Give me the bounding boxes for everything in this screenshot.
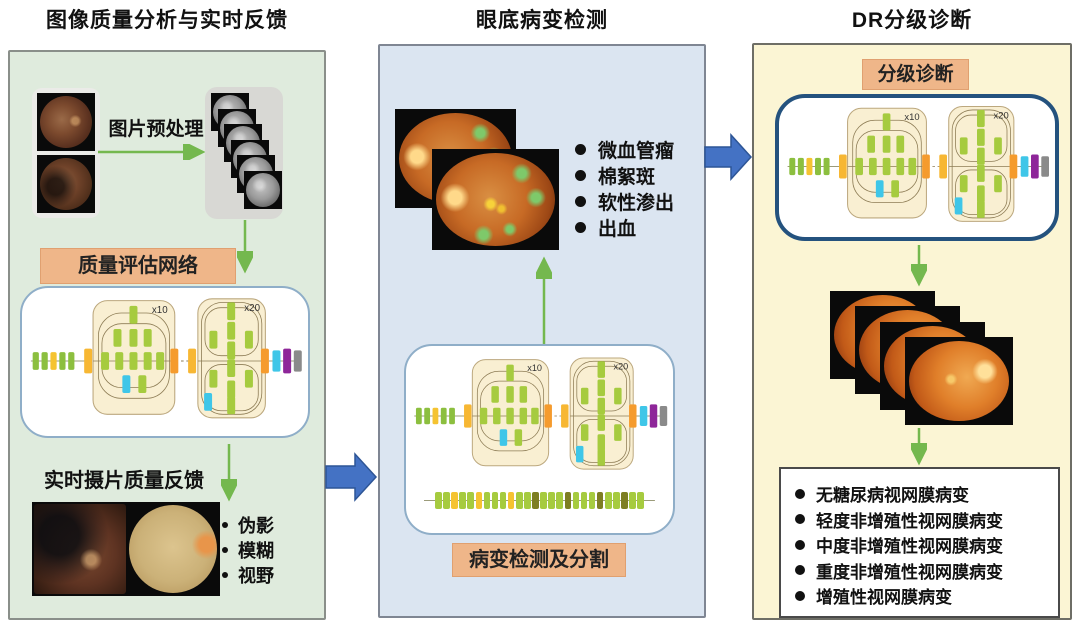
lesion-photo-front [432, 149, 559, 250]
dr-grading-panel: 分级诊断 无糖尿病视网膜病变 轻度非增殖性视网膜病变 中度非增殖性视网膜病变 重… [752, 43, 1072, 620]
feature-bar [459, 491, 466, 509]
feature-bar [613, 491, 620, 509]
list-item: 伪影 [238, 515, 274, 536]
middle-panel-title: 眼底病变检测 [476, 9, 608, 32]
list-item: 无糖尿病视网膜病变 [816, 486, 969, 506]
feature-bar [629, 491, 636, 509]
arrow-right-icon [98, 144, 206, 160]
detection-label: 病变检测及分割 [452, 543, 626, 577]
feature-bar [596, 491, 604, 509]
right-panel-title: DR分级诊断 [851, 9, 973, 32]
feedback-heading: 实时摄片质量反馈 [44, 470, 204, 492]
list-item: 棉絮斑 [598, 166, 656, 188]
preprocess-label: 图片预处理 [108, 119, 204, 140]
arrow-up-icon [536, 256, 552, 344]
feature-bar [451, 491, 458, 509]
feature-bar [475, 491, 483, 509]
fundus-photo [37, 93, 95, 151]
detection-network-diagram [404, 344, 675, 535]
left-panel-title: 图像质量分析与实时反馈 [46, 9, 288, 32]
feature-bar [580, 491, 588, 509]
flow-arrow-right-icon [325, 452, 378, 502]
arrow-down-icon [237, 220, 253, 274]
list-item: 模糊 [238, 540, 274, 561]
feature-bar [443, 491, 450, 509]
feature-bar [540, 491, 547, 509]
feature-bar [532, 491, 539, 509]
feature-bar [435, 491, 442, 509]
arrow-down-icon [221, 444, 237, 502]
grading-network-diagram [775, 94, 1059, 241]
feature-bar [483, 491, 491, 509]
grading-label: 分级诊断 [862, 59, 969, 90]
dr-grades-box: 无糖尿病视网膜病变 轻度非增殖性视网膜病变 中度非增殖性视网膜病变 重度非增殖性… [779, 467, 1060, 618]
quality-analysis-panel: 图片预处理 质量评估网络 实时摄片质量反馈 [8, 50, 326, 620]
feature-bar [548, 491, 555, 509]
lesion-detection-panel: 微血管瘤 棉絮斑 软性渗出 出血 病变检测及分割 [378, 44, 706, 618]
list-item: 软性渗出 [598, 192, 675, 214]
feature-bar [507, 491, 515, 509]
feature-bar-row [414, 489, 665, 511]
feature-bar [564, 491, 572, 509]
feature-bar [556, 491, 563, 509]
feature-bar [499, 491, 507, 509]
lesion-list: 微血管瘤 棉絮斑 软性渗出 出血 [575, 136, 674, 240]
feature-bar [491, 491, 499, 509]
feedback-list: 伪影 模糊 视野 [222, 512, 274, 587]
input-photos-card [32, 88, 100, 218]
feature-bar [621, 491, 628, 509]
feature-bar [467, 491, 474, 509]
list-item: 中度非增殖性视网膜病变 [816, 537, 1003, 557]
list-item: 出血 [598, 218, 637, 240]
list-item: 微血管瘤 [598, 140, 675, 162]
feature-bar [637, 491, 644, 509]
flow-arrow-right-icon [704, 133, 753, 181]
feature-bar [572, 491, 580, 509]
fundus-photo [37, 155, 95, 213]
list-item: 重度非增殖性视网膜病变 [816, 562, 1003, 582]
list-item: 视野 [238, 565, 274, 586]
quality-network-diagram [20, 286, 310, 438]
feature-bar [605, 491, 612, 509]
arrow-down-icon [911, 245, 927, 287]
quality-network-label: 质量评估网络 [40, 248, 236, 284]
list-item: 轻度非增殖性视网膜病变 [816, 511, 1003, 531]
feature-bar [524, 491, 531, 509]
list-item: 增殖性视网膜病变 [816, 588, 952, 608]
feedback-images [32, 502, 220, 596]
arrow-down-icon [911, 428, 927, 466]
feature-bar [516, 491, 523, 509]
feature-bar [588, 491, 596, 509]
